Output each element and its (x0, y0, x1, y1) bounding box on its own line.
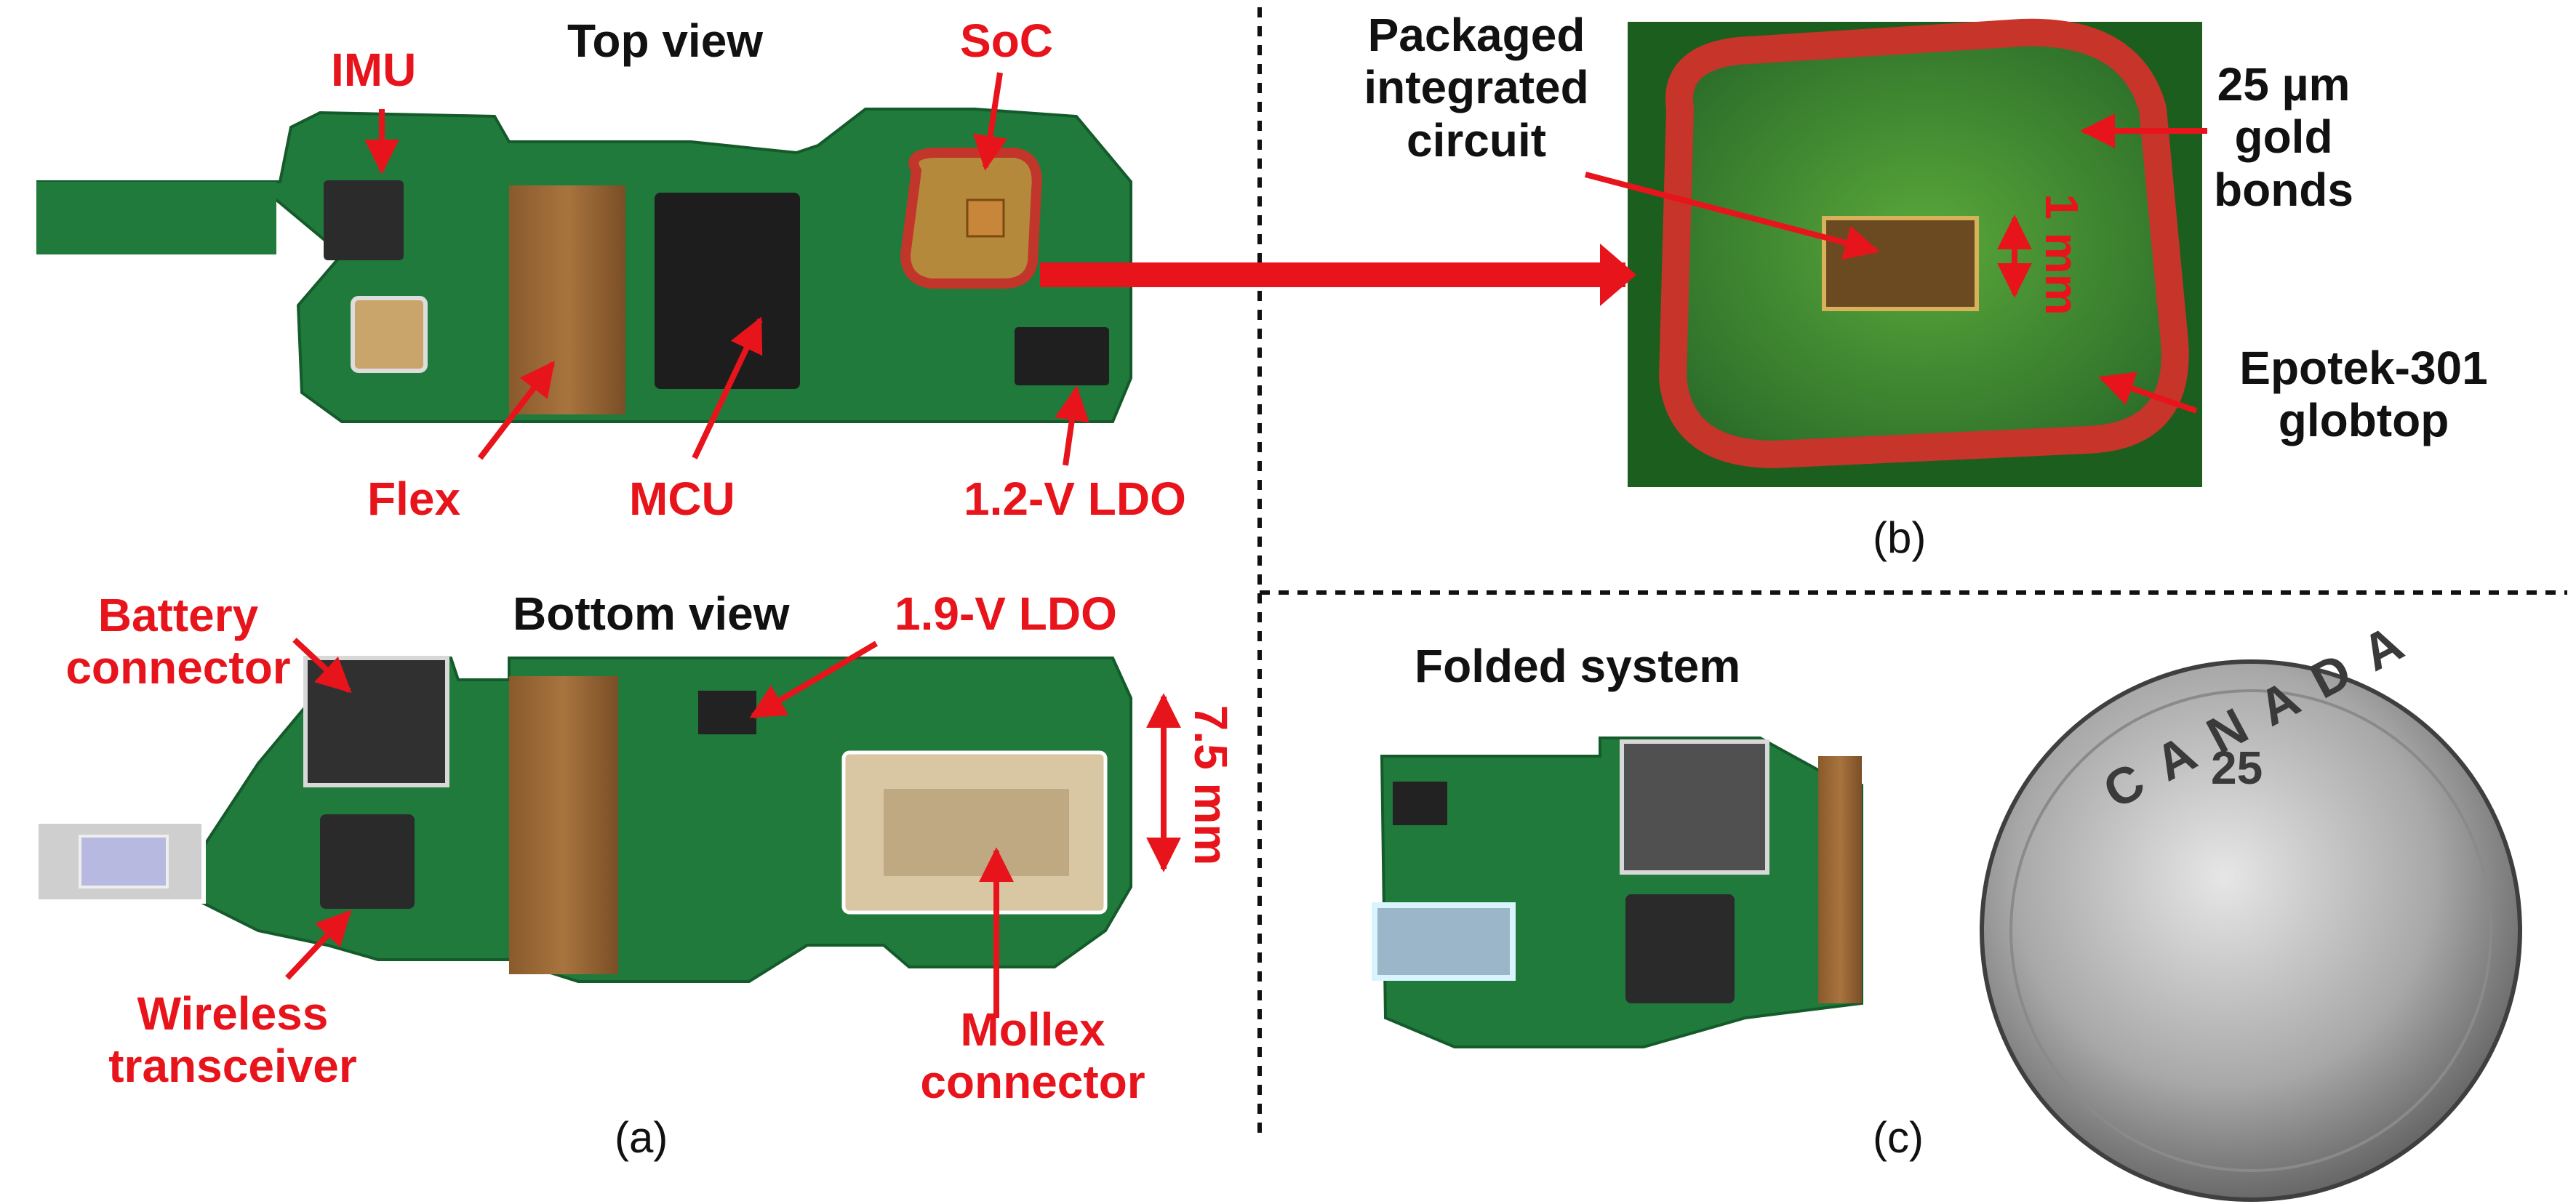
wireless-chip (320, 814, 415, 909)
scale-label: 1 mm (2036, 193, 2089, 316)
packaged-label-line1: Packaged (1367, 9, 1585, 61)
gold-label-line2: gold (2234, 111, 2333, 164)
ic-die (1822, 216, 1979, 311)
small-component (79, 835, 169, 888)
mollex-slot (884, 789, 1069, 876)
zoom-arrow-head (1600, 244, 1636, 306)
soc-die (966, 198, 1005, 238)
coin (1980, 659, 2522, 1202)
bottom-view-heading: Bottom view (513, 587, 790, 640)
caption-a: (a) (615, 1113, 668, 1162)
folded-small-component (1372, 902, 1516, 981)
ldo-1-9-label: 1.9-V LDO (895, 587, 1117, 640)
arrow-wireless (285, 910, 352, 980)
coin-rim (2009, 689, 2492, 1172)
folded-chip (1393, 782, 1447, 825)
bottom-view-board (34, 656, 1132, 983)
folded-system (1372, 737, 1863, 1048)
caption-c: (c) (1873, 1113, 1924, 1162)
folded-wireless-chip (1625, 894, 1735, 1003)
arrow-battery (292, 638, 352, 694)
coin-value: 25 (2211, 742, 2263, 794)
arrow-ldo-1-9 (749, 641, 879, 719)
soc-label: SoC (960, 15, 1053, 67)
arrow-flex (477, 361, 556, 460)
arrow-ldo-1-2 (1055, 385, 1089, 466)
caption-b: (b) (1873, 513, 1927, 562)
wireless-transceiver-label: Wireless transceiver (87, 987, 378, 1093)
folded-system-heading: Folded system (1415, 640, 1741, 692)
wireless-label-line2: transceiver (108, 1040, 357, 1093)
top-view-heading: Top view (567, 15, 764, 67)
micrograph (1628, 18, 2202, 487)
gold-bonds-label: 25 µm gold bonds (2204, 58, 2364, 216)
packaged-label-line2: integrated (1364, 61, 1589, 114)
top-pcb-tab (36, 182, 276, 254)
ldo-1-2-label: 1.2-V LDO (964, 473, 1186, 525)
dimension-label: 7.5 mm (1185, 705, 1238, 866)
quarter-coin (1980, 659, 2522, 1202)
arrow-globtop (2098, 372, 2198, 414)
mcu-label: MCU (629, 473, 735, 525)
ldo-1-2-chip (1015, 327, 1109, 385)
top-component (351, 296, 428, 373)
gold-label-line1: 25 µm (2217, 58, 2351, 111)
mcu-chip (655, 193, 800, 389)
ldo-1-9-chip (698, 691, 756, 734)
arrow-mcu (692, 316, 763, 459)
battery-connector-label-line1: Battery (97, 589, 259, 641)
battery-connector-label: Battery connector (58, 589, 298, 694)
flex-label: Flex (367, 473, 461, 525)
globtop-label: Epotek-301 globtop (2204, 342, 2524, 447)
wireless-label-line1: Wireless (137, 987, 329, 1040)
imu-label: IMU (331, 44, 417, 96)
folded-flex (1818, 756, 1862, 1003)
battery-connector (303, 656, 449, 787)
folded-battery-connector (1620, 739, 1769, 875)
mollex-label-line1: Mollex (960, 1003, 1105, 1056)
packaged-label-line3: circuit (1406, 113, 1547, 166)
epotek-label-line2: globtop (2278, 394, 2449, 447)
mollex-connector-label: Mollex connector (895, 1003, 1171, 1109)
packaged-ic-label: Packaged integrated circuit (1353, 9, 1600, 166)
bottom-flex-cable (509, 676, 618, 974)
epotek-label-line1: Epotek-301 (2239, 342, 2488, 394)
arrow-packaged-ic (1584, 172, 1880, 260)
top-flex-cable (509, 185, 625, 414)
annotation-arrows (285, 72, 2207, 1018)
mollex-label-line2: connector (920, 1056, 1145, 1109)
battery-connector-label-line2: connector (65, 641, 291, 694)
top-view-board (36, 108, 1132, 423)
imu-chip (324, 180, 404, 260)
arrow-soc (972, 72, 1008, 171)
gold-label-line3: bonds (2214, 163, 2353, 216)
